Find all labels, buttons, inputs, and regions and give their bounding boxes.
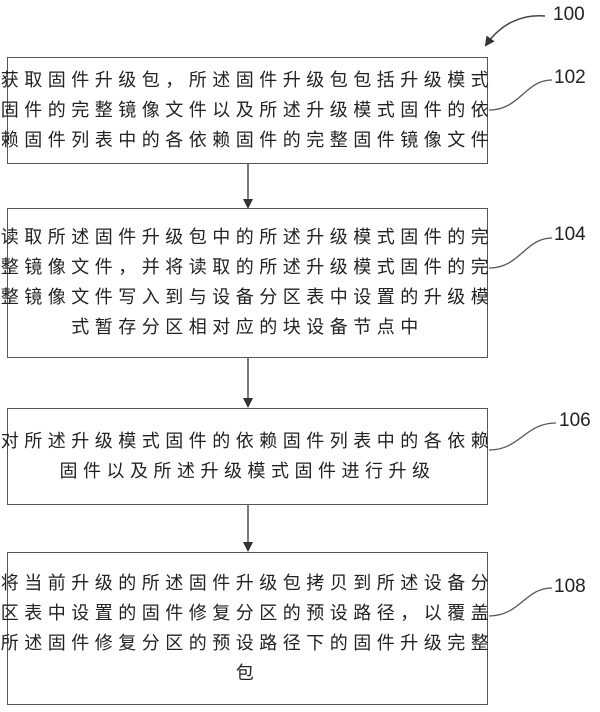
step-text-line: 固件以及所述升级模式固件进行升级	[59, 460, 436, 482]
step-box-108: 将当前升级的所述固件升级包拷贝到所述设备分 区表中设置的固件修复分区的预设路径，…	[1, 552, 489, 705]
step-ref-label: 106	[559, 410, 591, 431]
step-text-line: 对所述升级模式固件的依赖固件列表中的各依赖	[0, 430, 495, 452]
step-ref-label: 104	[554, 224, 586, 245]
figure-ref-label: 100	[553, 4, 585, 25]
step-text-line: 获取固件升级包，所述固件升级包包括升级模式	[0, 69, 495, 91]
step-text-line: 区表中设置的固件修复分区的预设路径，以覆盖	[0, 602, 495, 624]
step-text-line: 读取所述固件升级包中的所述升级模式固件的完	[0, 227, 495, 248]
step-text-line: 整镜像文件写入到与设备分区表中设置的升级模	[0, 287, 495, 308]
step-box-104: 读取所述固件升级包中的所述升级模式固件的完 整镜像文件，并将读取的所述升级模式固…	[1, 208, 489, 358]
step-text-line: 将当前升级的所述固件升级包拷贝到所述设备分	[0, 572, 495, 594]
step-text-line: 固件的完整镜像文件以及所述升级模式固件的依	[0, 99, 495, 121]
step-text-line: 包	[235, 662, 260, 684]
step-text-line: 式暂存分区相对应的块设备节点中	[71, 317, 424, 338]
step-ref-label: 108	[554, 576, 586, 597]
figure-pointer-arrow	[484, 15, 546, 47]
leader-line-102	[488, 79, 553, 111]
step-text-line: 赖固件列表中的各依赖固件的完整固件镜像文件	[0, 129, 495, 151]
step-text-line: 所述固件修复分区的预设路径下的固件升级完整	[0, 632, 495, 654]
step-box-102: 获取固件升级包，所述固件升级包包括升级模式 固件的完整镜像文件以及所述升级模式固…	[1, 57, 489, 164]
leader-line-108	[488, 587, 553, 617]
step-box-106: 对所述升级模式固件的依赖固件列表中的各依赖 固件以及所述升级模式固件进行升级	[1, 408, 489, 505]
step-text-line: 整镜像文件，并将读取的所述升级模式固件的完	[0, 257, 495, 278]
step-ref-label: 102	[554, 67, 586, 88]
leader-line-106	[488, 422, 557, 451]
leader-line-104	[488, 237, 553, 269]
